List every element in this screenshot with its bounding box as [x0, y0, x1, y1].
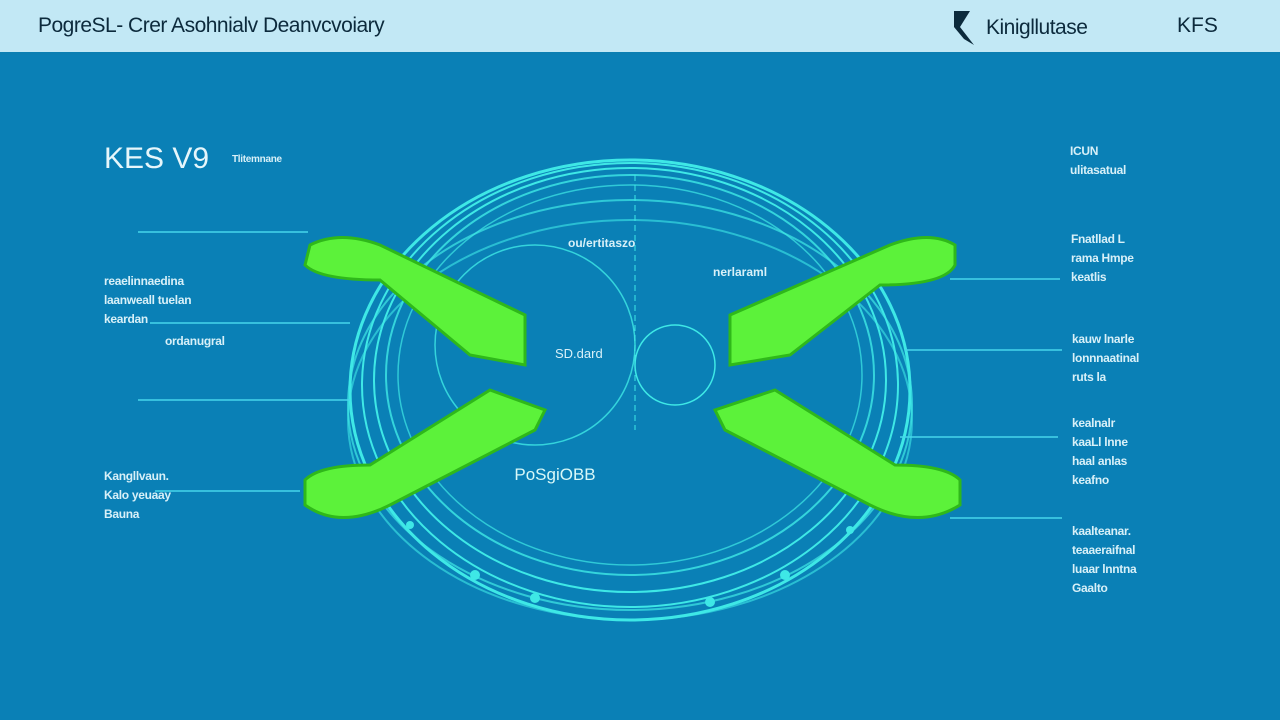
right-label-4: kealnalr kaaLl lnne haal anlas keafno — [1072, 414, 1128, 490]
paddle-bottom-right — [712, 388, 962, 519]
green-paddles — [303, 236, 962, 519]
ring — [347, 158, 913, 622]
label-line: ICUN — [1070, 144, 1099, 158]
label-line: lonnnaatinal — [1072, 351, 1140, 365]
label-line: keatlis — [1071, 270, 1107, 284]
center-label: PoSgiOBB — [514, 465, 595, 484]
label-line: kealnalr — [1072, 416, 1115, 430]
right-label-2: Fnatllad L rama Hmpe keatlis — [1071, 230, 1134, 287]
label-line: Gaalto — [1072, 581, 1108, 595]
label-line: keafno — [1072, 473, 1109, 487]
label-line: rama Hmpe — [1071, 251, 1134, 265]
label-line: teaaeraifnal — [1072, 543, 1136, 557]
label-line: haal anlas — [1072, 454, 1128, 468]
label-line: Kalo yeuaay — [104, 488, 171, 502]
label-line: Bauna — [104, 507, 140, 521]
brand-logo-icon — [954, 11, 974, 45]
label-line: luaar lnntna — [1072, 562, 1137, 576]
label-line: kauw lnarle — [1072, 332, 1135, 346]
callout-lines — [138, 231, 1062, 519]
left-label-2: ordanugral — [165, 332, 225, 351]
label-line: ulitasatual — [1070, 163, 1127, 177]
label-line: Fnatllad L — [1071, 232, 1125, 246]
header-bar: PogreSL- Crer Asohnialv Deanvcvoiary Kin… — [0, 0, 1280, 55]
label-line: ordanugral — [165, 334, 225, 348]
label-line: laanweall tuelan — [104, 293, 192, 307]
paddle-bottom-left — [303, 388, 548, 519]
right-label-1: ICUN ulitasatual — [1070, 142, 1126, 180]
inner-label: SD.dard — [555, 346, 603, 361]
paddle-top-right — [728, 236, 957, 367]
right-label-3: kauw lnarle lonnnaatinal ruts la — [1072, 330, 1139, 387]
page-title: PogreSL- Crer Asohnialv Deanvcvoiary — [38, 14, 385, 37]
label-line: ruts la — [1072, 370, 1106, 384]
brand-name: Kinigllutase — [986, 16, 1088, 39]
diagram-heading: KES V9 — [104, 142, 210, 175]
inner-label: nerlaraml — [713, 265, 767, 279]
brand: Kinigllutase — [952, 9, 1088, 47]
right-label-5: kaalteanar. teaaeraifnal luaar lnntna Ga… — [1072, 522, 1137, 598]
label-line: Kangllvaun. — [104, 469, 169, 483]
ring-bolts — [406, 521, 854, 607]
label-line: reaelinnaedina — [104, 274, 184, 288]
label-line: keardan — [104, 312, 148, 326]
left-label-1: reaelinnaedina laanweall tuelan keardan — [104, 272, 192, 329]
left-label-3: Kangllvaun. Kalo yeuaay Bauna — [104, 467, 171, 524]
heading-tag: Tlitemnane — [232, 154, 282, 165]
label-line: kaalteanar. — [1072, 524, 1131, 538]
paddle-top-left — [303, 236, 527, 367]
brand-short: KFS — [1177, 14, 1218, 37]
inner-label: ou/ertitaszo — [568, 236, 635, 250]
label-line: kaaLl lnne — [1072, 435, 1128, 449]
